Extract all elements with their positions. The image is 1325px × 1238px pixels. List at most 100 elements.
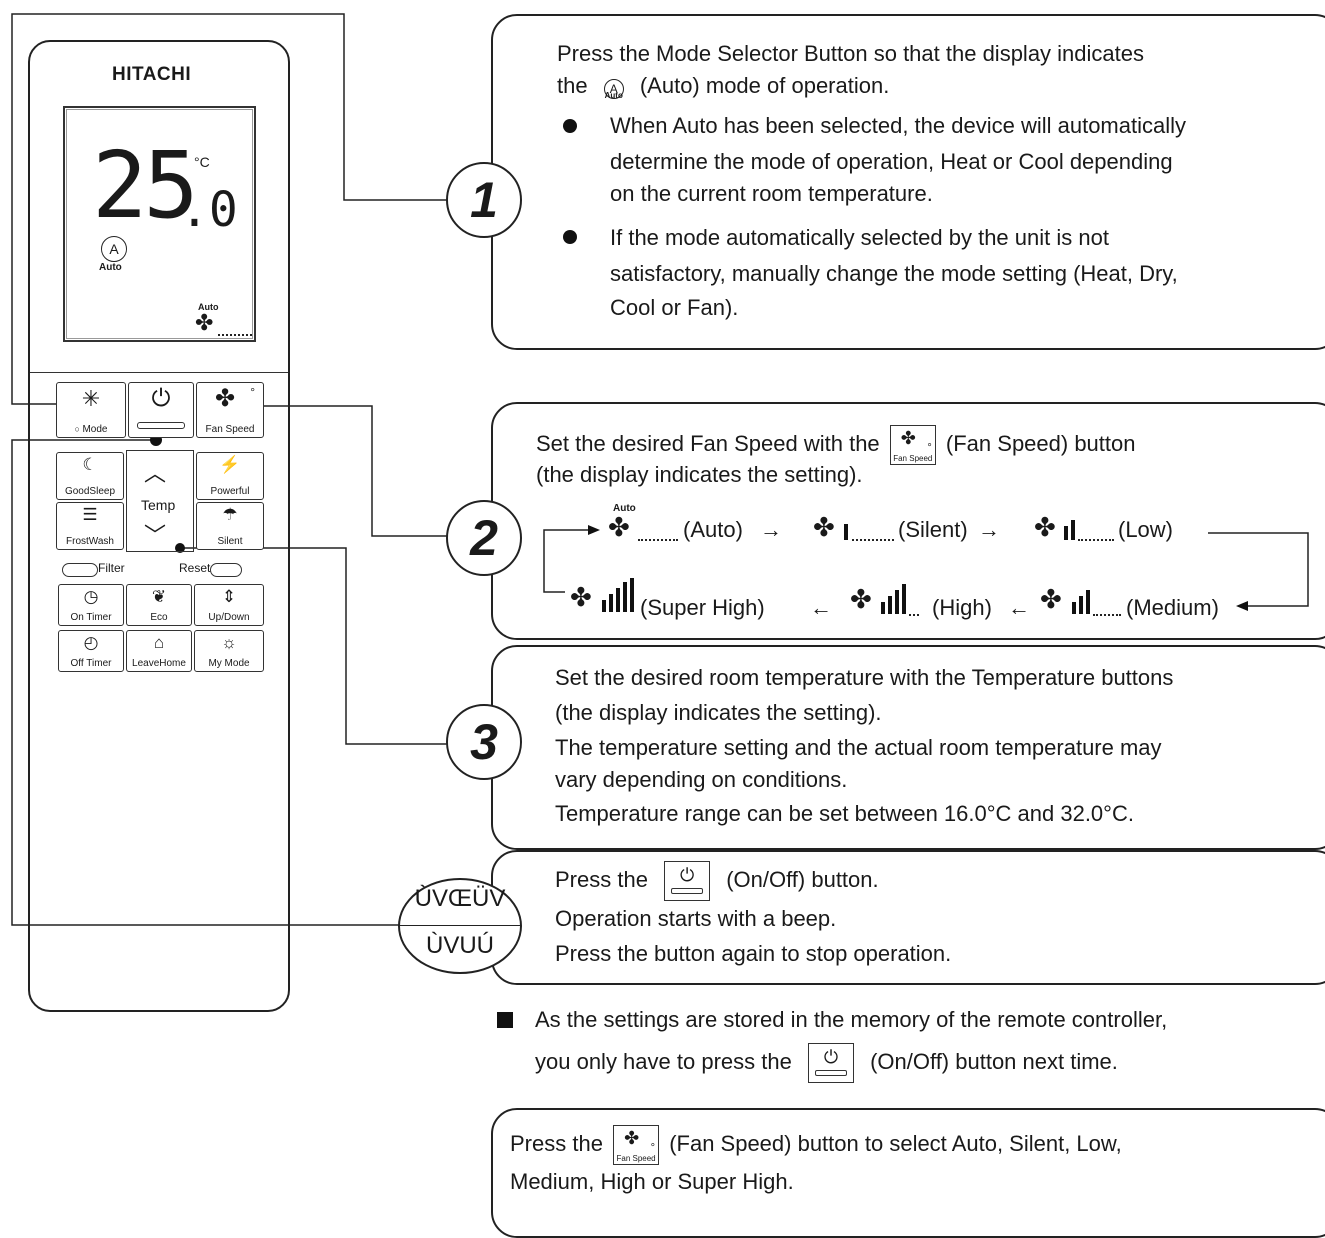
frostwash-icon: ☰ bbox=[82, 505, 98, 524]
power-button-icon: ⏻ bbox=[664, 861, 711, 902]
step1-bullet2-line2: satisfactory, manually change the mode s… bbox=[610, 261, 1178, 286]
fan-bar bbox=[1072, 602, 1076, 614]
step4-line2: Operation starts with a beep. bbox=[555, 906, 837, 931]
step2-line1: Set the desired Fan Speed with the ✤°Fan… bbox=[536, 422, 1136, 466]
bullet-icon bbox=[563, 230, 577, 244]
leaf-icon: ❦ bbox=[151, 587, 167, 606]
silent-icon: ☂ bbox=[222, 505, 238, 524]
step3-line2: (the display indicates the setting). bbox=[555, 700, 882, 725]
tip-line1: Press the ✤°Fan Speed (Fan Speed) button… bbox=[510, 1122, 1122, 1166]
speed-super-high: (Super High) bbox=[640, 595, 765, 620]
mymode-button[interactable]: ☼ My Mode bbox=[194, 630, 264, 672]
step4-line1-post: (On/Off) button. bbox=[726, 867, 879, 892]
mode-led-icon: ○ bbox=[74, 424, 83, 434]
display-fan-label: Auto bbox=[198, 302, 219, 312]
frostwash-label: FrostWash bbox=[66, 536, 114, 547]
step1-bullet2-line3: Cool or Fan). bbox=[610, 295, 739, 320]
on-timer-label: On Timer bbox=[70, 612, 112, 623]
auto-icon-circle: A bbox=[603, 79, 624, 99]
power-led-bar bbox=[814, 1070, 847, 1077]
step3-line1: Set the desired room temperature with th… bbox=[555, 665, 1174, 690]
display-fan-bars bbox=[218, 334, 252, 336]
auto-icon-label: Auto bbox=[604, 91, 623, 100]
on-timer-button[interactable]: ◷ On Timer bbox=[58, 584, 124, 626]
fan-bar bbox=[623, 582, 627, 612]
updown-button[interactable]: ⇕ Up/Down bbox=[194, 584, 264, 626]
lcd-inner-frame bbox=[66, 109, 253, 339]
temp-down-button[interactable]: ﹀ bbox=[144, 523, 167, 548]
speed-medium: (Medium) bbox=[1126, 595, 1219, 620]
power-icon: ⏻ bbox=[679, 865, 695, 886]
speed-auto: (Auto) bbox=[683, 517, 743, 542]
eco-button[interactable]: ❦ Eco bbox=[126, 584, 192, 626]
fan-bar bbox=[602, 600, 606, 612]
note-line1: As the settings are stored in the memory… bbox=[535, 1007, 1168, 1032]
frostwash-button[interactable]: ☰ FrostWash bbox=[56, 502, 124, 550]
moon-icon: ☾ bbox=[82, 455, 98, 474]
off-timer-label: Off Timer bbox=[70, 658, 112, 669]
fan-bar bbox=[1071, 520, 1075, 540]
step4-line1: Press the ⏻ (On/Off) button. bbox=[555, 858, 879, 902]
powerful-button[interactable]: ⚡ Powerful bbox=[196, 452, 264, 500]
power-button-icon: ⏻ bbox=[807, 1043, 854, 1084]
leavehome-label: LeaveHome bbox=[132, 658, 186, 669]
auto-icon: A Auto bbox=[594, 70, 634, 102]
step1-line2-post: (Auto) mode of operation. bbox=[639, 73, 890, 98]
off-timer-button[interactable]: ◴ Off Timer bbox=[58, 630, 124, 672]
fan-bars-empty bbox=[852, 539, 894, 541]
power-led-bar bbox=[671, 888, 704, 895]
silent-label: Silent bbox=[217, 536, 243, 547]
mode-button[interactable]: ✳ ○ Mode bbox=[56, 382, 126, 438]
brand-logo: HITACHI bbox=[112, 64, 192, 85]
step3-line3: The temperature setting and the actual r… bbox=[555, 735, 1162, 760]
fan-speed-button[interactable]: ✤ ° Fan Speed bbox=[196, 382, 264, 438]
step4-badge-divider bbox=[400, 925, 520, 926]
note-line2: you only have to press the ⏻ (On/Off) bu… bbox=[535, 1040, 1118, 1084]
off-clock-icon: ◴ bbox=[83, 633, 99, 652]
fan-bars-empty bbox=[909, 614, 919, 616]
lcd-display bbox=[63, 106, 256, 342]
fan-bars-empty bbox=[638, 539, 678, 541]
step4-line3: Press the button again to stop operation… bbox=[555, 941, 952, 966]
bullet-icon bbox=[563, 119, 577, 133]
temp-rocker bbox=[126, 450, 194, 552]
power-button[interactable]: ⏻ bbox=[128, 382, 194, 438]
step1-line2: the A Auto (Auto) mode of operation. bbox=[557, 70, 889, 102]
fan-led-icon: ° bbox=[927, 442, 932, 455]
remote-controller bbox=[28, 40, 290, 1012]
arrow-right-icon: → bbox=[760, 517, 782, 542]
fan-icon: ✤ bbox=[850, 584, 872, 614]
fan-bar bbox=[616, 588, 620, 612]
eco-label: Eco bbox=[150, 612, 168, 623]
step1-bullet1-line3: on the current room temperature. bbox=[610, 181, 933, 206]
powerful-label: Powerful bbox=[210, 486, 250, 497]
step3-line4: vary depending on conditions. bbox=[555, 767, 848, 792]
home-icon: ⌂ bbox=[153, 633, 165, 652]
power-icon: ⏻ bbox=[151, 385, 171, 412]
filter-button[interactable] bbox=[62, 563, 98, 577]
fan-bar bbox=[844, 524, 848, 540]
tip-line2: Medium, High or Super High. bbox=[510, 1169, 794, 1194]
note-line2-pre: you only have to press the bbox=[535, 1049, 792, 1074]
fan-speed-button-icon: ✤°Fan Speed bbox=[889, 425, 936, 466]
leavehome-button[interactable]: ⌂ LeaveHome bbox=[126, 630, 192, 672]
display-temperature-decimal: .0 bbox=[180, 182, 238, 238]
step1-line1: Press the Mode Selector Button so that t… bbox=[557, 41, 1144, 66]
temp-up-button[interactable]: ︿ bbox=[144, 461, 167, 486]
silent-button[interactable]: ☂ Silent bbox=[196, 502, 264, 550]
fan-bar bbox=[630, 578, 634, 612]
note-square-bullet bbox=[497, 1012, 513, 1028]
goodsleep-button[interactable]: ☾ GoodSleep bbox=[56, 452, 124, 500]
arrow-right-icon: → bbox=[978, 517, 1000, 542]
fan-bar bbox=[609, 594, 613, 612]
fan-icon: ✤ bbox=[813, 512, 835, 542]
reset-button[interactable] bbox=[210, 563, 242, 577]
speed-silent: (Silent) bbox=[898, 517, 968, 542]
auto-mode-icon: A bbox=[101, 236, 127, 262]
filter-label: Filter bbox=[98, 561, 125, 575]
fan-bar bbox=[881, 602, 885, 614]
fan-icon: ✤ bbox=[570, 582, 592, 612]
step1-line2-pre: the bbox=[557, 73, 588, 98]
fan-bar bbox=[1064, 526, 1068, 540]
